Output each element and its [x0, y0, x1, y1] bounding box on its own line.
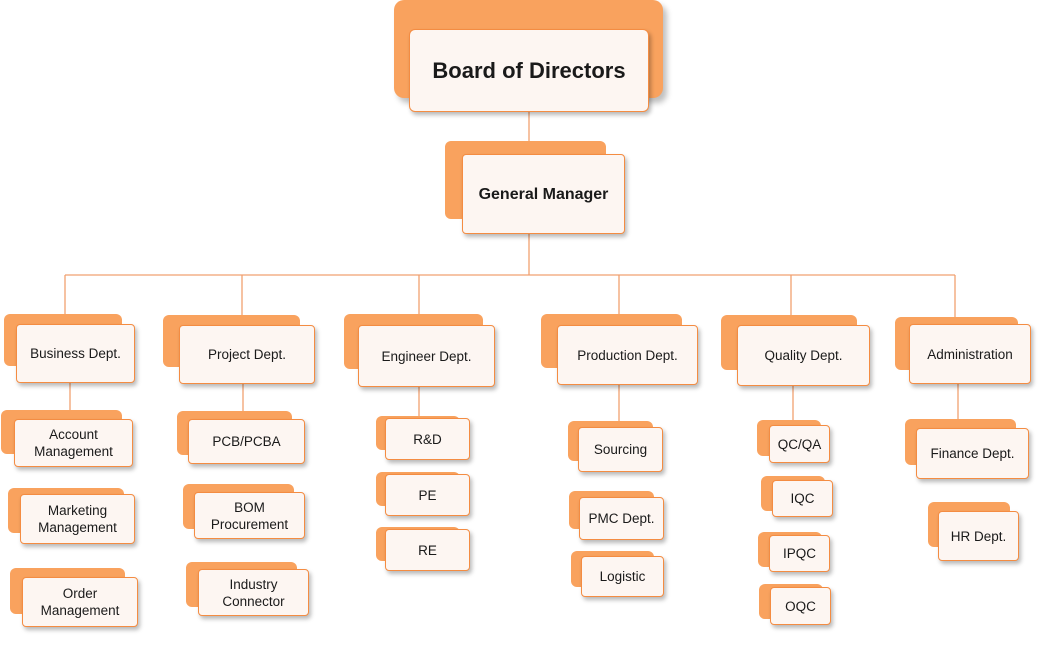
unit-box-oqc-label: OQC [770, 587, 831, 625]
dept-box-project-dept-label: Project Dept. [179, 325, 315, 384]
dept-box-quality-dept-label: Quality Dept. [737, 325, 870, 386]
unit-box-pmc-dept-label: PMC Dept. [579, 497, 664, 540]
unit-box-industry-connector-label: Industry Connector [198, 569, 309, 616]
unit-box-iqc-label: IQC [772, 480, 833, 517]
unit-box-bom-procurement-label: BOM Procurement [194, 492, 305, 539]
unit-box-pe-label: PE [385, 474, 470, 516]
unit-box-ipqc-label: IPQC [769, 535, 830, 572]
unit-box-order-management-label: Order Management [22, 577, 138, 627]
unit-box-account-management-label: Account Management [14, 419, 133, 467]
connector-lines [64, 112, 959, 421]
unit-box-finance-dept-label: Finance Dept. [916, 428, 1029, 479]
dept-box-business-dept-label: Business Dept. [16, 324, 135, 383]
unit-box-hr-dept-label: HR Dept. [938, 511, 1019, 561]
general-manager-box-label: General Manager [462, 154, 625, 234]
unit-box-marketing-management-label: Marketing Management [20, 494, 135, 544]
unit-box-re-label: RE [385, 529, 470, 571]
board-of-directors-box-label: Board of Directors [409, 29, 649, 112]
unit-box-qc-qa-label: QC/QA [769, 425, 830, 463]
unit-box-r-d-label: R&D [385, 418, 470, 460]
dept-box-engineer-dept-label: Engineer Dept. [358, 325, 495, 387]
unit-box-sourcing-label: Sourcing [578, 427, 663, 472]
unit-box-logistic-label: Logistic [581, 556, 664, 597]
dept-box-production-dept-label: Production Dept. [557, 325, 698, 385]
unit-box-pcb-pcba-label: PCB/PCBA [188, 419, 305, 464]
dept-box-administration-label: Administration [909, 324, 1031, 384]
